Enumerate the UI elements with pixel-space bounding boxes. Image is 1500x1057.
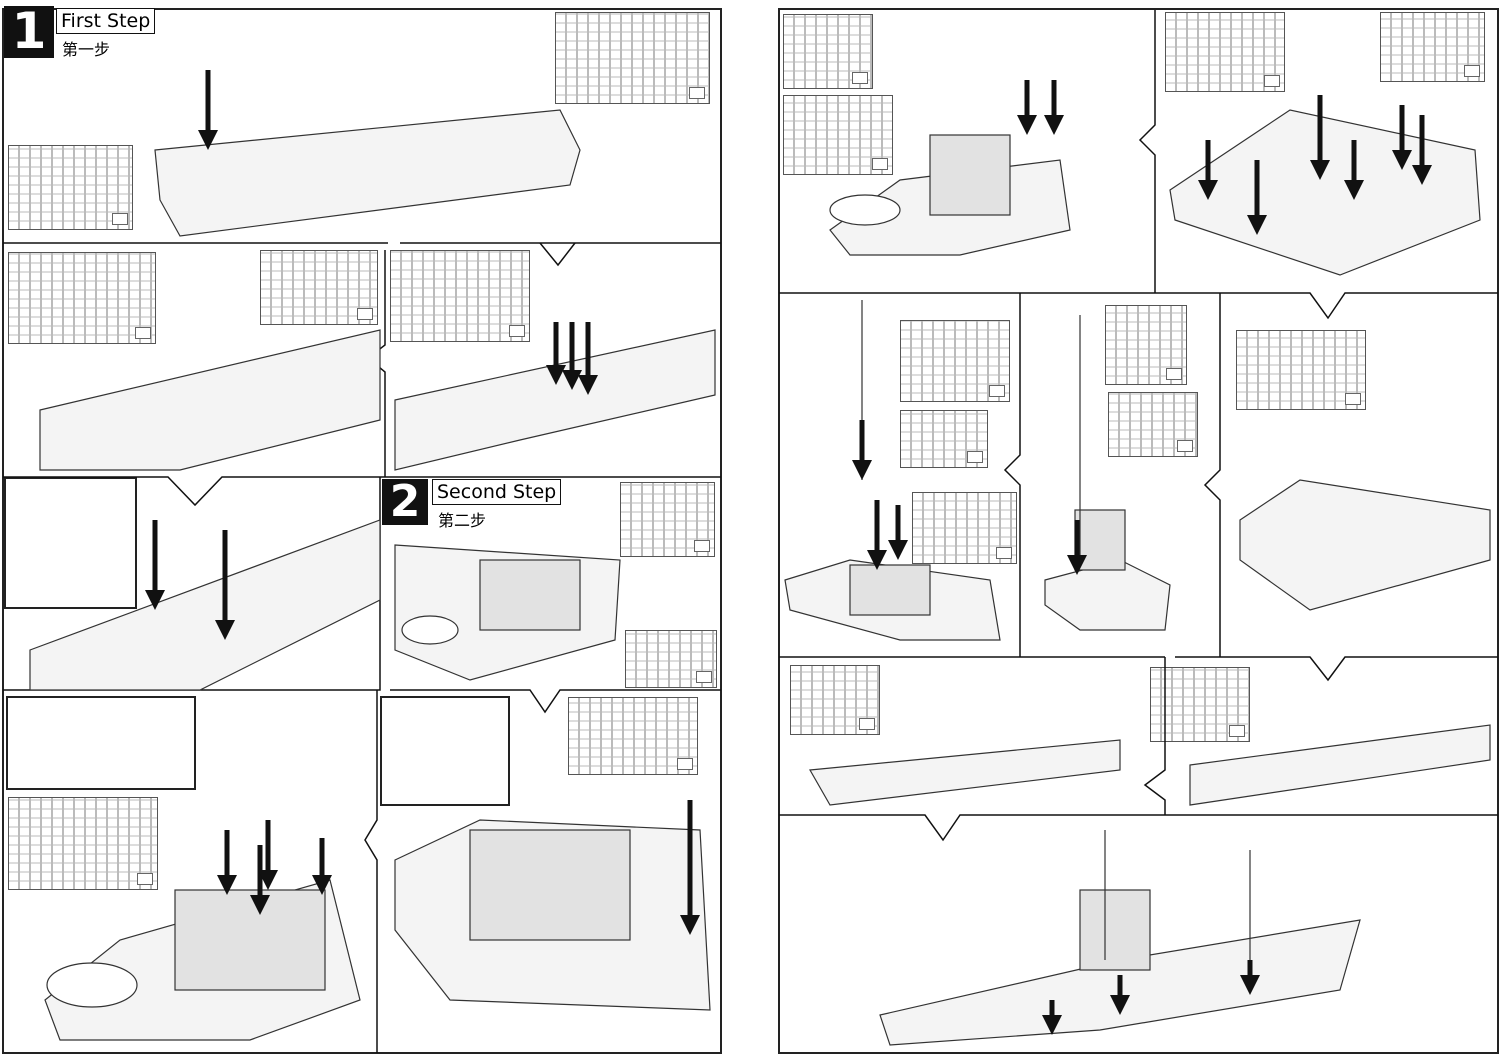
detail-inset-searchlight (6, 696, 196, 790)
detail-inset-gun (4, 477, 137, 609)
parts-sprue (8, 797, 158, 890)
parts-sprue (912, 492, 1017, 564)
parts-sprue (390, 250, 530, 342)
parts-sprue (1108, 392, 1198, 457)
assembly-arrows (145, 70, 1432, 1035)
parts-sprue (790, 665, 880, 735)
step-2-number: 2 (382, 479, 428, 525)
step-1-title-en: First Step (56, 8, 156, 34)
parts-sprue (1105, 305, 1187, 385)
parts-sprue (568, 697, 698, 775)
parts-sprue (1150, 667, 1250, 742)
parts-sprue (783, 14, 873, 89)
parts-sprue (260, 250, 378, 325)
parts-sprue (8, 145, 133, 230)
parts-sprue (783, 95, 893, 175)
detail-inset-launcher (380, 696, 510, 806)
parts-sprue (900, 320, 1010, 402)
parts-sprue (900, 410, 988, 468)
step-1-number: 1 (4, 6, 54, 58)
parts-sprue (8, 252, 156, 344)
parts-sprue (625, 630, 717, 688)
parts-sprue (555, 12, 710, 104)
step-1-title-zh: 第一步 (62, 40, 111, 59)
parts-sprue (1165, 12, 1285, 92)
parts-sprue (620, 482, 715, 557)
step-2-title-en: Second Step (432, 479, 562, 505)
step-2-title-zh: 第二步 (438, 511, 487, 530)
parts-sprue (1380, 12, 1485, 82)
parts-sprue (1236, 330, 1366, 410)
